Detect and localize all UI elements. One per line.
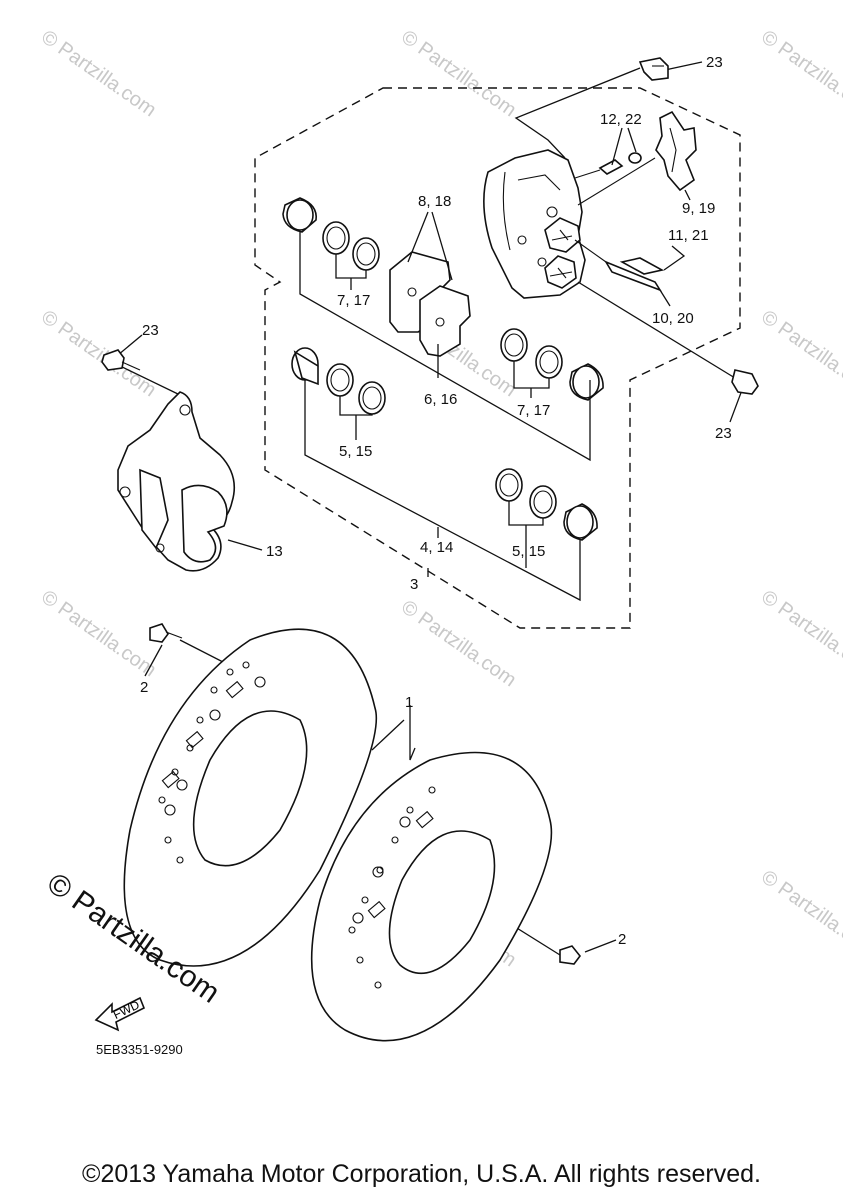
disc-holes-right: [348, 786, 436, 989]
callout-5-15-right: 5, 15: [512, 543, 545, 560]
watermark-tile: © Partzilla.com: [397, 26, 520, 121]
callout-11-21: 11, 21: [668, 227, 709, 244]
callout-7-17-upper: 7, 17: [337, 292, 370, 309]
disc-holes-left: [158, 661, 266, 864]
disc-bolt-2-top: [149, 623, 183, 643]
watermark-tile: © Partzilla.com: [757, 26, 843, 121]
callout-23-left: 23: [142, 322, 159, 339]
copyright-notice: ©2013 Yamaha Motor Corporation, U.S.A. A…: [82, 1160, 761, 1188]
callout-23-right: 23: [715, 425, 732, 442]
watermark-tile: © Partzilla.com: [397, 596, 520, 691]
callout-2-bottom: 2: [618, 931, 626, 948]
callout-12-22: 12, 22: [600, 111, 642, 128]
callout-7-17-right: 7, 17: [517, 402, 550, 419]
callout-1: 1: [405, 694, 413, 711]
callout-23-top: 23: [706, 54, 723, 71]
bolt-23-right: [731, 369, 759, 395]
watermark-tile: © Partzilla.com: [37, 26, 160, 121]
disc-bolt-2-bottom: [559, 945, 582, 965]
fwd-label: FWD: [111, 998, 142, 1022]
piston-set-upper: [282, 197, 380, 271]
brake-disc-left: [123, 628, 378, 967]
brake-pads: [389, 251, 471, 357]
brake-disc-right: [310, 751, 553, 1042]
watermark-tile: © Partzilla.com: [757, 306, 843, 401]
watermark-tile: © Partzilla.com: [757, 866, 843, 961]
callout-13: 13: [266, 543, 283, 560]
bolt-23-top: [638, 57, 669, 81]
fwd-arrow-icon: FWD: [94, 996, 146, 1032]
pad-pin-10: [574, 239, 665, 292]
callout-2-top: 2: [140, 679, 148, 696]
piston-set-middle: [291, 347, 386, 415]
callout-5-15-middle: 5, 15: [339, 443, 372, 460]
watermark-tile: © Partzilla.com: [37, 586, 160, 681]
kit-boundary: [254, 87, 741, 629]
caliper-right: [483, 149, 586, 299]
callout-6-16: 6, 16: [424, 391, 457, 408]
callout-10-20: 10, 20: [652, 310, 694, 327]
leader-lines: [117, 61, 743, 956]
callout-9-19: 9, 19: [682, 200, 715, 217]
callout-4-14: 4, 14: [420, 539, 453, 556]
callouts: 23 12, 22 8, 18 9, 19 11, 21 7, 17 10, 2…: [140, 54, 732, 948]
piston-set-right-lower: [495, 468, 598, 541]
piston-set-right-upper: [500, 328, 604, 401]
diagram-code: 5EB3351-9290: [96, 1042, 183, 1057]
watermark-tile: © Partzilla.com: [757, 586, 843, 681]
parts-diagram: © Partzilla.com © Partzilla.com © Partzi…: [37, 26, 843, 1057]
bolt-23-left: [101, 349, 141, 371]
watermark-tile: © Partzilla.com: [37, 306, 160, 401]
pad-spring-9: [577, 110, 697, 206]
bleed-screw-12: [574, 152, 642, 179]
callout-8-18: 8, 18: [418, 193, 451, 210]
caliper-left: [117, 391, 236, 572]
callout-3: 3: [410, 576, 418, 593]
